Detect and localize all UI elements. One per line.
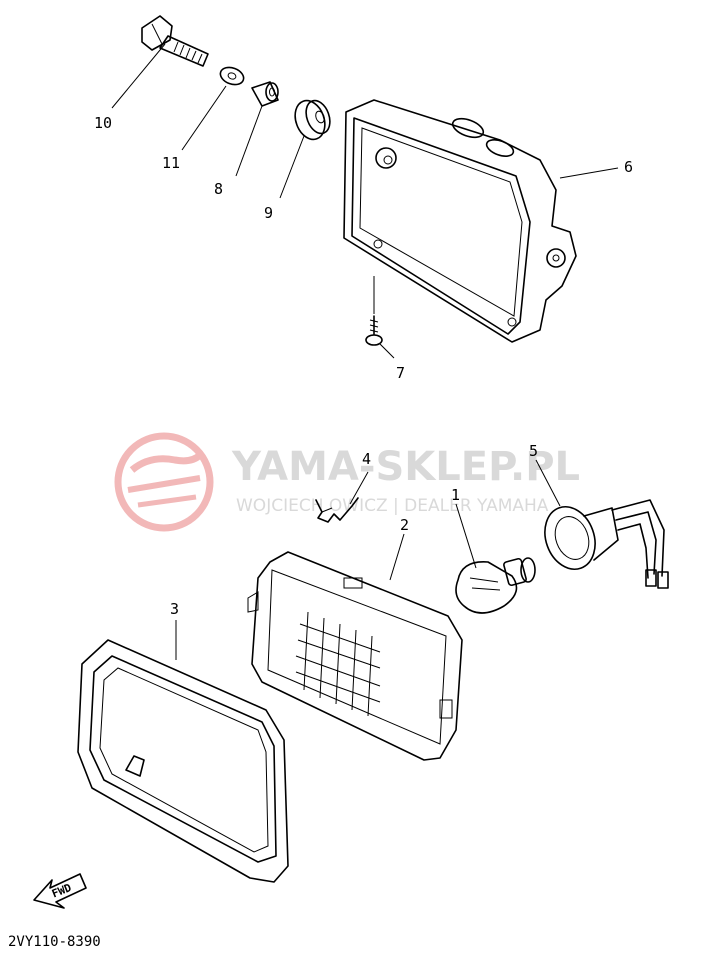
leader-lines [111, 43, 619, 660]
callout-1: 1 [451, 486, 460, 504]
callout-10: 10 [94, 114, 112, 132]
watermark: YAMA-SKLEP.PL WOJCIECH OWICZ | DEALER YA… [114, 432, 580, 532]
watermark-brand: YAMA-SKLEP.PL [231, 444, 580, 490]
callout-7: 7 [396, 364, 405, 382]
headlight-unit-part-2 [247, 551, 463, 761]
callout-5: 5 [529, 442, 538, 460]
bolt-part-10 [141, 15, 209, 67]
screw-part-7 [365, 315, 383, 346]
spring-clip-part-4 [315, 497, 359, 523]
collar-part-8 [251, 81, 279, 107]
headlight-rim-part-3 [77, 639, 289, 883]
bulb-part-1 [455, 557, 536, 614]
callout-2: 2 [400, 516, 409, 534]
callout-6: 6 [624, 158, 633, 176]
callout-9: 9 [264, 204, 273, 222]
fwd-label: FWD [50, 881, 74, 901]
callout-11: 11 [162, 154, 180, 172]
watermark-dealer: WOJCIECH OWICZ | DEALER YAMAHA [236, 496, 549, 516]
grommet-part-9 [294, 99, 331, 141]
callout-labels: 10 11 8 9 6 7 4 2 3 1 5 [94, 114, 633, 618]
bulb-socket-part-5 [544, 499, 669, 589]
diagram-code: 2VY110-8390 [8, 934, 101, 950]
callout-4: 4 [362, 450, 371, 468]
callout-3: 3 [170, 600, 179, 618]
fwd-arrow-icon: FWD [33, 873, 87, 909]
yamaha-logo-watermark [114, 432, 214, 532]
headlight-case-part-6 [343, 99, 577, 343]
callout-8: 8 [214, 180, 223, 198]
washer-part-11 [219, 66, 245, 86]
